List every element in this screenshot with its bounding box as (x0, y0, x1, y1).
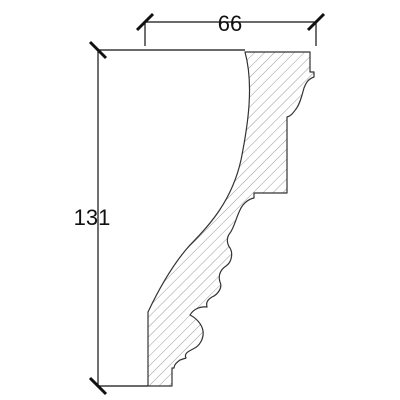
height-tick-top (88, 40, 108, 60)
width-dimension-label: 66 (218, 11, 242, 36)
width-tick-left (135, 12, 155, 32)
width-dimension: 66 (135, 11, 326, 46)
width-tick-right (306, 12, 326, 32)
height-tick-bottom (88, 376, 108, 396)
height-dimension-label: 131 (74, 205, 111, 230)
moulding-profile (147, 51, 315, 387)
height-dimension: 131 (74, 40, 245, 396)
